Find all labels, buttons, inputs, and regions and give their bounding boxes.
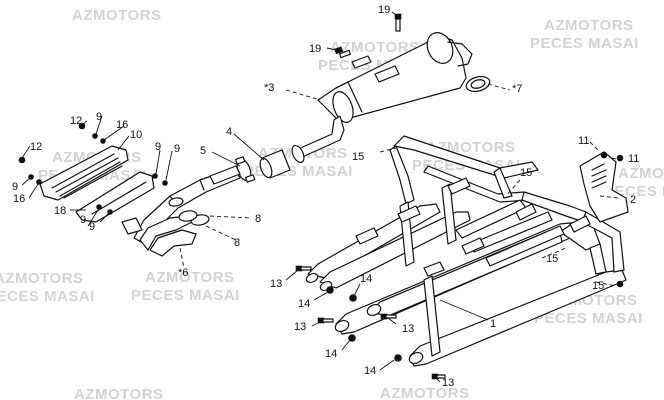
callout-14: 14 — [325, 348, 337, 360]
callout-15: 15 — [520, 167, 532, 179]
watermark-line2: PECES MASAI — [534, 310, 643, 327]
callout-11: 11 — [578, 135, 589, 147]
watermark-line2: PECES MASAI — [530, 35, 639, 52]
bolt-19 — [334, 46, 351, 59]
bolt-13 — [317, 317, 334, 324]
leader-lines — [21, 11, 621, 383]
callout-9: 9 — [174, 143, 180, 155]
callout-2: 2 — [630, 194, 636, 206]
callout-15: 15 — [352, 151, 364, 163]
watermark-line2: PECES MASAI — [0, 288, 95, 305]
callout-9: 9 — [89, 221, 95, 233]
callout-4: 4 — [226, 126, 232, 138]
callout-8: 8 — [234, 237, 240, 249]
callout-9: 9 — [96, 111, 102, 123]
watermark-line1: AZMOTORS — [74, 386, 164, 400]
bolt-19 — [394, 13, 402, 32]
callout-12: 12 — [30, 141, 42, 153]
heat-shield-10 — [39, 145, 155, 223]
callout-5: 5 — [200, 145, 206, 157]
watermark-line1: AZMOTORS — [380, 385, 470, 400]
rear-frame-1 — [305, 135, 627, 367]
bolt-13 — [295, 265, 312, 272]
callout-1: 1 — [490, 318, 496, 330]
callout-3: *3 — [264, 82, 274, 94]
gasket-7 — [465, 75, 491, 93]
callout-13: 13 — [294, 321, 306, 333]
watermark-line1: AZMOTORS — [145, 269, 235, 286]
callout-19: 19 — [378, 4, 390, 16]
clamp-5 — [234, 156, 256, 183]
watermark-line1: AZMOTORS — [618, 165, 664, 182]
callout-9: 9 — [155, 141, 161, 153]
callout-14: 14 — [364, 365, 376, 377]
callout-9: 9 — [12, 181, 18, 193]
watermark-line1: AZMOTORS — [0, 270, 84, 287]
callout-13: 13 — [270, 278, 282, 290]
header-pipe-6 — [121, 165, 241, 257]
callout-12: 12 — [70, 115, 82, 127]
callout-15: 15 — [592, 280, 604, 292]
watermark-line1: AZMOTORS — [544, 17, 634, 34]
callout-13: 13 — [442, 377, 454, 389]
callout-16: 16 — [116, 119, 128, 131]
watermark-line1: AZMOTORS — [330, 39, 420, 56]
callout-11: 11 — [628, 153, 639, 165]
sleeve-4 — [259, 149, 291, 179]
callout-13: 13 — [402, 323, 414, 335]
bolt-13 — [431, 373, 446, 380]
callout-14: 14 — [360, 273, 372, 285]
bolt-13 — [380, 313, 397, 320]
callout-16: 16 — [13, 193, 25, 205]
callout-7: *7 — [512, 83, 522, 95]
callout-6: *6 — [178, 267, 188, 279]
callout-labels: 19 19 *3 *7 12 9 16 10 12 9 9 9 16 18 9 … — [12, 4, 639, 389]
watermark-line2: PECES MASAI — [131, 287, 240, 304]
callout-14: 14 — [298, 298, 310, 310]
fasteners — [18, 13, 624, 380]
callout-10: 10 — [130, 129, 142, 141]
gasket-8 — [168, 197, 210, 226]
muffler-part — [291, 32, 473, 164]
callout-9: 9 — [80, 214, 86, 226]
callout-8: 8 — [255, 213, 261, 225]
callout-15: 15 — [546, 253, 558, 265]
callout-18: 18 — [54, 205, 66, 217]
callout-19: 19 — [309, 43, 321, 55]
bracket-plate-2 — [579, 151, 629, 223]
watermark-line1: AZMOTORS — [72, 7, 162, 24]
